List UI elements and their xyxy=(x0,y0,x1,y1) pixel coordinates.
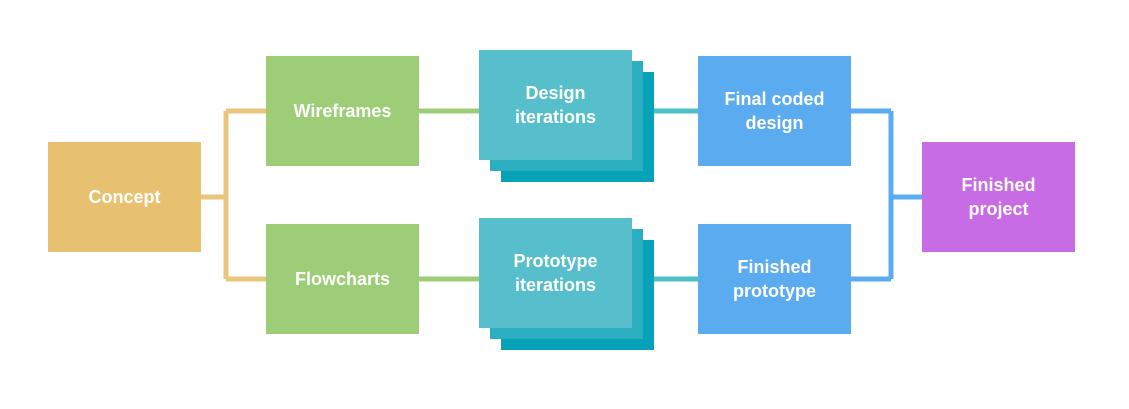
finished-project-node: Finished project xyxy=(922,142,1075,252)
prototype-iterations-node: Prototype iterations xyxy=(479,218,632,328)
concept-branch-connector xyxy=(201,108,266,282)
wireframes-node: Wireframes xyxy=(266,56,419,166)
finished-prototype-label: Finished prototype xyxy=(733,257,816,301)
design-iterations-label: Design iterations xyxy=(514,83,597,127)
prototype-iterations-label: Prototype iterations xyxy=(513,251,598,295)
wireframes-label: Wireframes xyxy=(293,101,392,121)
final-coded-design-label: Final coded design xyxy=(724,89,825,133)
finished-prototype-node: Finished prototype xyxy=(698,224,851,334)
final-coded-design-node: Final coded design xyxy=(698,56,851,166)
merge-connector xyxy=(851,108,922,282)
concept-node: Concept xyxy=(48,142,201,252)
flowcharts-label: Flowcharts xyxy=(294,269,391,289)
flowcharts-node: Flowcharts xyxy=(266,224,419,334)
concept-label: Concept xyxy=(88,187,161,207)
finished-project-label: Finished project xyxy=(961,175,1036,219)
design-iterations-node: Design iterations xyxy=(479,50,632,160)
